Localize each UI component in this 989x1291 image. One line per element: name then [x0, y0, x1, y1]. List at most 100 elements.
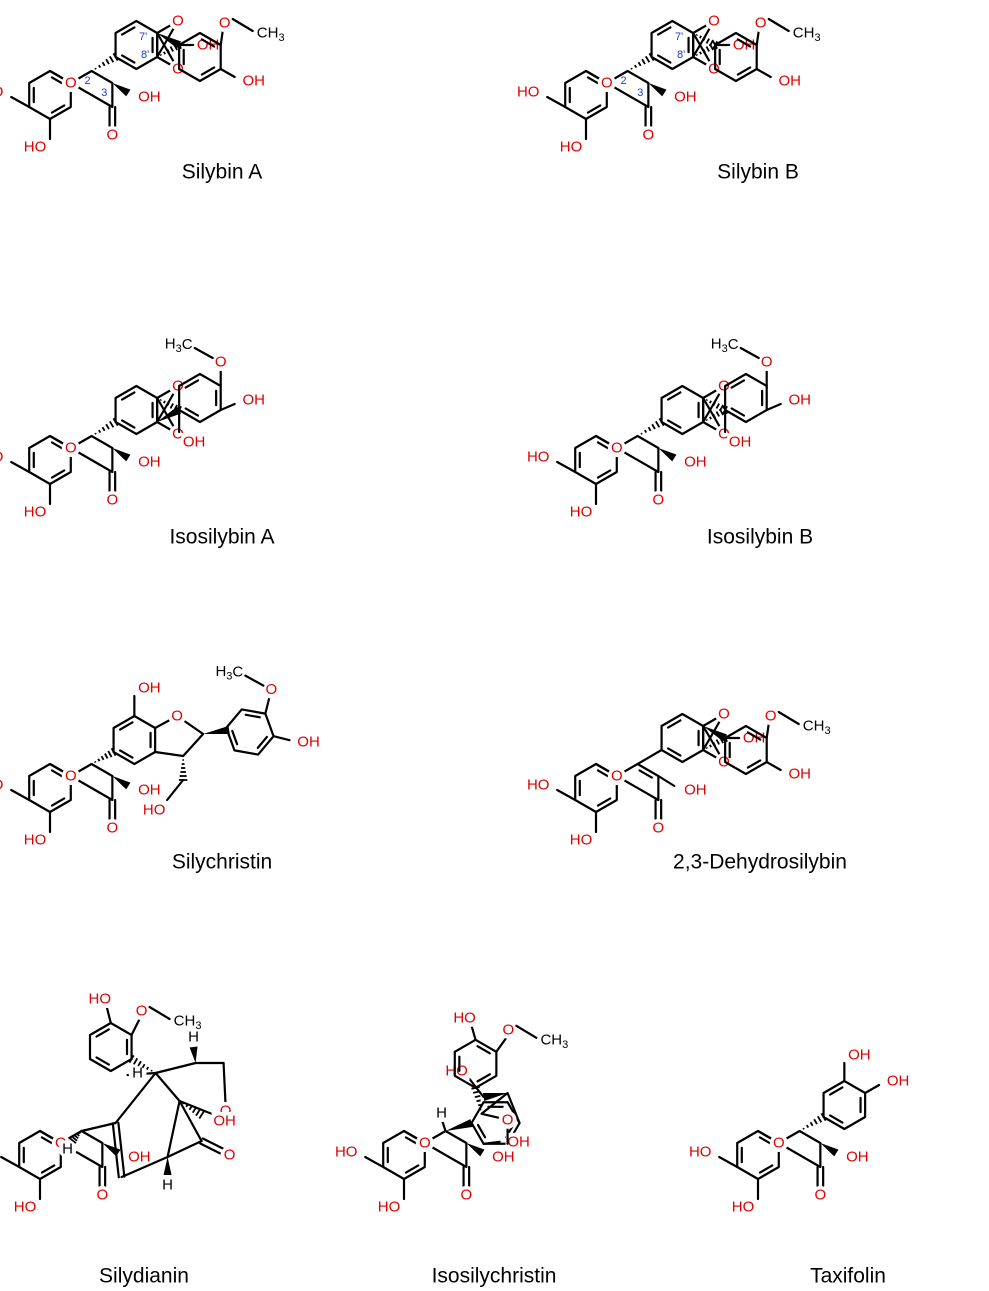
bond	[120, 391, 136, 401]
bond	[755, 29, 760, 47]
silychristin: OHOHOOOHOHOHOOH3COH	[0, 663, 320, 849]
bond	[482, 1140, 501, 1145]
hash-bond	[719, 408, 724, 416]
hydroxyl-label: OH	[242, 392, 265, 409]
bond	[657, 774, 676, 788]
bond	[114, 1071, 157, 1125]
hydrogen-label: H	[132, 1065, 143, 1082]
hydroxyl-label: OH	[297, 734, 320, 751]
bond	[650, 19, 695, 71]
oxygen-label: O	[172, 378, 184, 395]
hydrogen-label: H	[62, 1141, 73, 1158]
oxygen-label: O	[65, 75, 77, 92]
bond	[666, 391, 682, 401]
bond	[556, 460, 577, 474]
atom-mask	[505, 1132, 528, 1151]
oxygen-label: O	[461, 1187, 473, 1204]
hash-bond	[146, 1066, 150, 1070]
oxygen-label: O	[107, 127, 119, 144]
hydroxyl-label: OH	[138, 89, 161, 106]
hash-bond	[705, 418, 708, 422]
bond	[111, 1122, 120, 1179]
bond	[114, 19, 159, 71]
hash-bond	[185, 1104, 189, 1108]
atom-mask	[136, 453, 159, 471]
hash-bond	[478, 1103, 482, 1107]
hash-bond	[705, 46, 710, 52]
bond	[736, 38, 752, 48]
bond	[0, 1155, 21, 1169]
compound-name: 2,3-Dehydrosilybin	[673, 851, 847, 874]
bond	[755, 67, 772, 79]
bond	[166, 1139, 203, 1159]
methyl-label: CH3	[257, 25, 285, 45]
atom-mask	[846, 1046, 869, 1064]
hydroxyl-label: OH	[183, 434, 206, 451]
hash-bond	[69, 1138, 77, 1144]
bond	[48, 762, 114, 802]
bond	[730, 379, 746, 389]
hydroxyl-label: HO	[0, 777, 3, 794]
hydroxyl-label: OH	[788, 766, 811, 783]
bond	[219, 67, 236, 79]
bond	[117, 1121, 126, 1178]
wedge-bond	[648, 83, 667, 97]
compound-name: Isosilybin B	[707, 526, 813, 549]
position-locant: 2	[85, 75, 91, 87]
bond	[244, 713, 261, 719]
methyl-label: H3C	[165, 336, 193, 356]
oxygen-label: O	[65, 440, 77, 457]
compound-name: Silybin B	[717, 161, 799, 184]
atom-mask	[455, 1008, 478, 1027]
hydroxyl-label: OH	[242, 73, 265, 90]
hash-bond	[105, 423, 110, 430]
oxygen-label: O	[172, 13, 184, 30]
atom-mask	[786, 765, 809, 783]
hash-bond	[709, 39, 714, 47]
hash-bond	[705, 398, 708, 402]
bond	[272, 735, 291, 742]
bond	[404, 1164, 420, 1174]
bond	[666, 747, 682, 757]
hash-bond	[817, 1115, 823, 1123]
hash-bond	[715, 739, 720, 745]
atom-mask	[529, 776, 552, 794]
atom-mask	[691, 1143, 714, 1161]
hash-bond	[105, 58, 110, 65]
atom-mask	[757, 353, 776, 371]
hydroxyl-label: HO	[0, 449, 3, 466]
bond	[736, 66, 752, 76]
hash-bond	[94, 760, 97, 764]
atom-mask	[704, 60, 723, 78]
bond	[50, 104, 66, 114]
hash-bond	[101, 426, 106, 432]
atom-mask	[415, 1134, 434, 1152]
atom-mask	[761, 707, 780, 725]
atom-mask	[776, 72, 799, 90]
atom-mask	[714, 705, 733, 723]
hash-bond	[78, 1131, 82, 1135]
bond	[166, 778, 185, 802]
hash-bond	[715, 411, 720, 417]
bond	[596, 797, 612, 807]
atom-mask	[61, 767, 80, 785]
compound-name: Silychristin	[172, 851, 272, 874]
atom-mask	[103, 819, 122, 837]
atom-mask	[128, 1064, 147, 1082]
oxygen-label: O	[653, 820, 665, 837]
oxygen-label: O	[773, 1135, 785, 1152]
bond	[199, 1142, 222, 1155]
bond	[656, 26, 672, 36]
oxygen-label: O	[653, 492, 665, 509]
hydroxyl-label: OH	[197, 37, 220, 54]
atom-mask	[885, 1072, 908, 1090]
wedge-bond	[203, 726, 230, 734]
bond	[95, 1056, 110, 1066]
bond	[476, 1045, 491, 1055]
oxygen-label: O	[601, 75, 613, 92]
atom-mask	[145, 801, 168, 819]
atom-mask	[126, 1148, 149, 1166]
oxygen-label: O	[708, 13, 720, 30]
